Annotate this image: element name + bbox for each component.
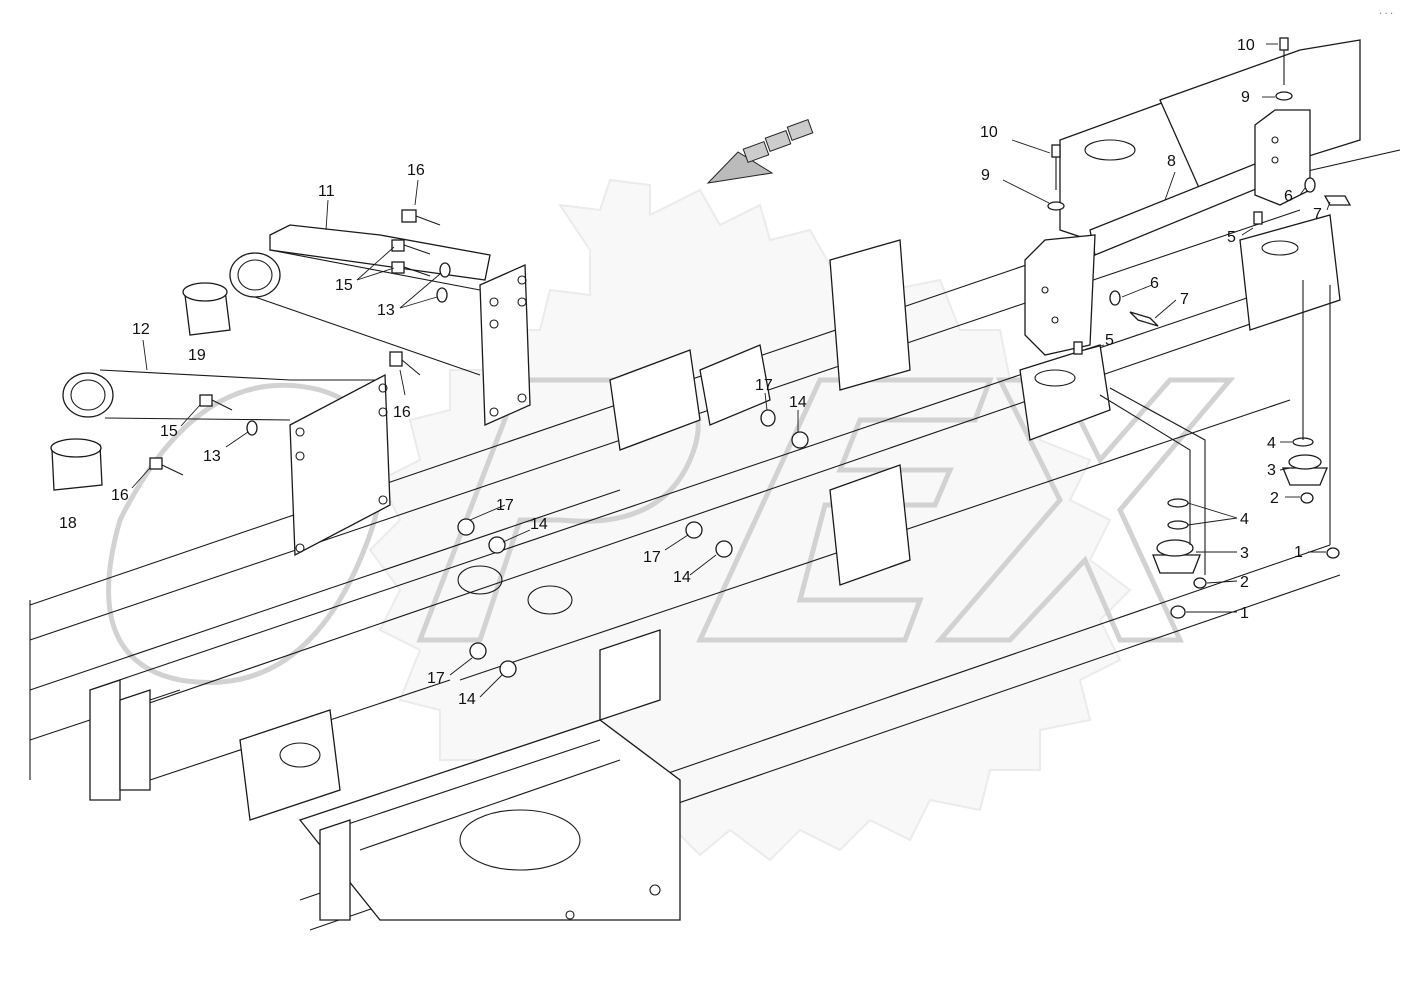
callout-8: 8 [1167,153,1176,170]
left-bracket-11 [229,224,531,426]
callout-9: 9 [1241,89,1250,106]
callout-5: 5 [1227,229,1236,246]
callout-17: 17 [496,497,514,514]
callout-9: 9 [981,167,990,184]
callout-4: 4 [1240,511,1249,528]
chassis-frame [29,39,1401,931]
crossbeam-assembly [1024,109,1311,356]
callout-11: 11 [318,183,335,200]
callout-3: 3 [1267,462,1276,479]
callout-13: 13 [203,448,221,465]
callout-2: 2 [1270,490,1279,507]
callout-1: 1 [1294,544,1303,561]
callout-5: 5 [1105,332,1114,349]
callout-6: 6 [1284,188,1293,205]
callout-14: 14 [530,516,548,533]
callout-14: 14 [789,394,807,411]
direction-arrow-icon [706,119,814,184]
callout-14: 14 [458,691,476,708]
callout-10: 10 [980,124,998,141]
callout-3: 3 [1240,545,1249,562]
callouts: 10 9 10 9 8 6 7 5 6 7 5 4 3 2 1 4 3 2 1 … [59,37,1322,708]
callout-6: 6 [1150,275,1159,292]
callout-17: 17 [427,670,445,687]
callout-17: 17 [643,549,661,566]
callout-2: 2 [1240,574,1249,591]
callout-1: 1 [1240,605,1249,622]
callout-10: 10 [1237,37,1255,54]
left-fasteners [149,209,809,678]
right-fasteners [1047,37,1352,355]
callout-13: 13 [377,302,395,319]
bushing-19 [182,282,231,336]
corner-mark: ... [1378,7,1394,17]
callout-19: 19 [188,347,206,364]
callout-4: 4 [1267,435,1276,452]
callout-16: 16 [111,487,129,504]
callout-17: 17 [755,377,773,394]
rubber-mounts [1099,280,1340,619]
callout-15: 15 [160,423,178,440]
callout-12: 12 [132,321,150,338]
callout-7: 7 [1180,291,1189,308]
bushing-18 [50,438,103,491]
callout-16: 16 [407,162,425,179]
left-bracket-12 [62,369,391,557]
callout-18: 18 [59,515,77,532]
callout-14: 14 [673,569,691,586]
callout-7: 7 [1313,206,1322,223]
callout-15: 15 [335,277,353,294]
callout-16: 16 [393,404,411,421]
leader-lines [131,43,1331,698]
